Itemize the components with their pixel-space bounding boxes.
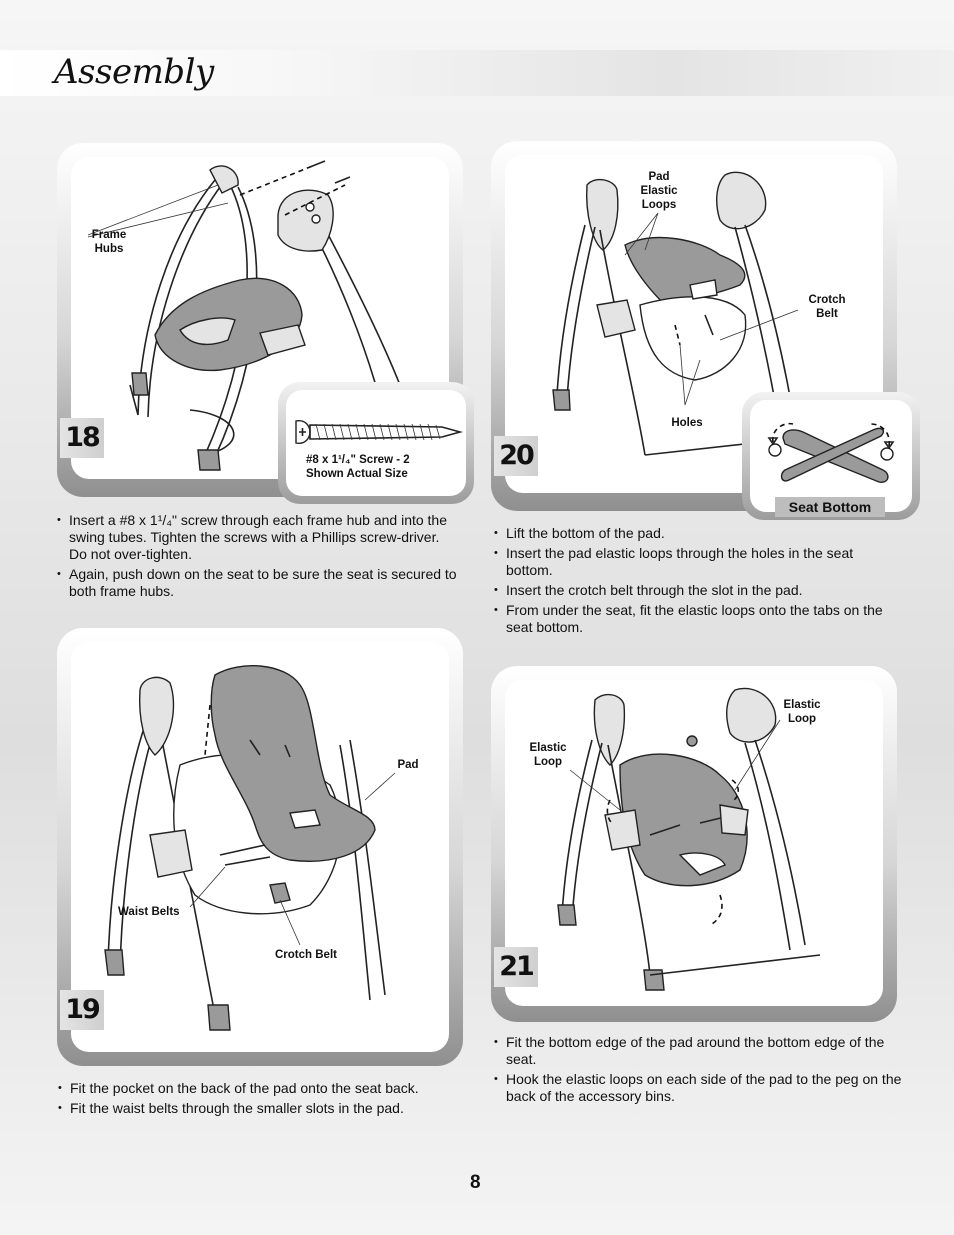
step-21-instruction-1: Fit the bottom edge of the pad around th… [494, 1034, 904, 1068]
step-19-instruction-1: Fit the pocket on the back of the pad on… [58, 1080, 458, 1097]
step-19-crotch-belt-label: Crotch Belt [275, 949, 337, 961]
step-20-crotch-belt-label: Crotch Belt [808, 294, 846, 320]
step-20-pad-elastic-loops-label: Pad Elastic Loops [640, 171, 678, 211]
step-21-left-elastic-loop-label: Elastic Loop [529, 742, 567, 768]
step-21-right-elastic-loop-label: Elastic Loop [783, 699, 821, 725]
title-band [0, 50, 954, 96]
step-19-swing-illustration [104, 665, 396, 1031]
seat-bottom-label: Seat Bottom [775, 497, 885, 517]
step-18-instructions: Insert a #8 x 1¹/₄" screw through each f… [57, 512, 457, 603]
step-20-holes-label: Holes [671, 417, 703, 429]
step-18-swing-illustration [87, 160, 401, 471]
step-19-instructions: Fit the pocket on the back of the pad on… [58, 1080, 458, 1120]
step-21-panel [491, 666, 897, 1022]
step-20-instruction-3: Insert the crotch belt through the slot … [494, 582, 894, 599]
seat-bottom-icon [767, 422, 895, 483]
step-21-number: 21 [494, 947, 538, 987]
screw-icon [295, 419, 463, 445]
step-18-instruction-2: Again, push down on the seat to be sure … [57, 566, 457, 600]
step-18-number: 18 [60, 418, 104, 458]
step-21-instruction-2: Hook the elastic loops on each side of t… [494, 1071, 904, 1105]
step-19-number: 19 [60, 990, 104, 1030]
step-18-instruction-1: Insert a #8 x 1¹/₄" screw through each f… [57, 512, 457, 563]
step-19-waist-belts-label: Waist Belts [118, 906, 180, 918]
step-20-instruction-1: Lift the bottom of the pad. [494, 525, 894, 542]
page-number: 8 [470, 1172, 481, 1193]
step-20-instructions: Lift the bottom of the pad. Insert the p… [494, 525, 894, 639]
step-20-number: 20 [494, 436, 538, 476]
step-18-screw-inset [278, 382, 474, 504]
step-19-instruction-2: Fit the waist belts through the smaller … [58, 1100, 458, 1117]
step-20-instruction-4: From under the seat, fit the elastic loo… [494, 602, 894, 636]
step-18-frame-hubs-label: Frame Hubs [91, 229, 127, 255]
step-20-swing-illustration [552, 171, 826, 456]
step-21-instructions: Fit the bottom edge of the pad around th… [494, 1034, 904, 1108]
step-20-instruction-2: Insert the pad elastic loops through the… [494, 545, 894, 579]
step-19-pad-label: Pad [397, 759, 419, 771]
step-18-screw-label: #8 x 1¹/₄" Screw - 2 Shown Actual Size [306, 454, 410, 480]
page-title: Assembly [54, 52, 214, 92]
step-21-swing-illustration [557, 687, 821, 991]
